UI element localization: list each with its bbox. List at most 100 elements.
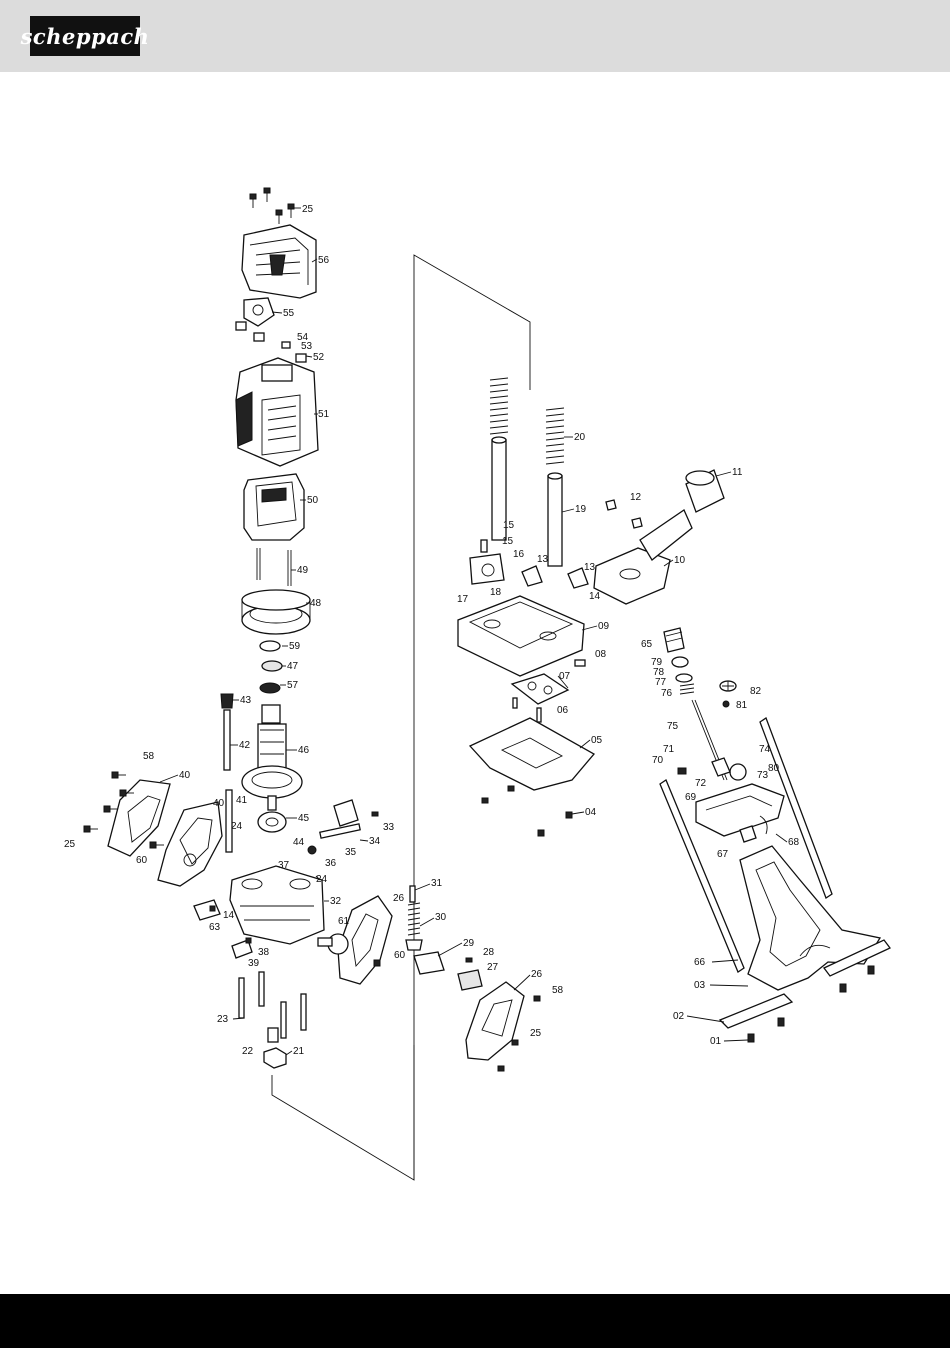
- part-label: 71: [663, 744, 675, 755]
- part-label: 14: [223, 910, 235, 921]
- motor-housing: [236, 358, 318, 466]
- part-label: 36: [325, 858, 337, 869]
- part-label: 32: [330, 896, 342, 907]
- part-label: 13: [537, 554, 549, 565]
- part-label: 58: [143, 751, 155, 762]
- part-label: 13: [584, 562, 596, 573]
- part-label: 31: [431, 878, 443, 889]
- part-label: 09: [598, 621, 610, 632]
- part-label: 30: [435, 912, 447, 923]
- part-label: 72: [695, 778, 707, 789]
- right-handle: [318, 896, 392, 984]
- bolts-49: [257, 548, 291, 586]
- part-label: 01: [710, 1036, 722, 1047]
- part-label: 38: [258, 947, 270, 958]
- part-label: 05: [591, 735, 603, 746]
- footer-band: [0, 1294, 950, 1348]
- part-label: 73: [757, 770, 769, 781]
- part-label: 41: [236, 795, 248, 806]
- part-label: 18: [490, 587, 502, 598]
- part-label: 68: [788, 837, 800, 848]
- stator-field: [244, 474, 304, 540]
- part-label: 37: [278, 860, 290, 871]
- part-label: 17: [457, 594, 469, 605]
- part-label: 25: [302, 204, 314, 215]
- part-label: 63: [209, 922, 221, 933]
- part-label: 27: [487, 962, 499, 973]
- base-housing: [230, 866, 324, 944]
- part-label: 26: [531, 969, 543, 980]
- part-label: 06: [557, 705, 569, 716]
- part-label: 10: [674, 555, 686, 566]
- armature: [242, 705, 302, 810]
- part-label: 47: [287, 661, 299, 672]
- motor-cap: [242, 225, 316, 298]
- bearing-45: [258, 812, 286, 832]
- part-label: 22: [242, 1046, 254, 1057]
- part-label: 11: [732, 467, 743, 478]
- part-label: 55: [283, 308, 295, 319]
- part-label: 39: [248, 958, 260, 969]
- part-label: 57: [287, 680, 299, 691]
- part-label: 69: [685, 792, 697, 803]
- part-label: 24: [316, 874, 328, 885]
- base-plate-09: [458, 596, 585, 676]
- part-label: 70: [652, 755, 664, 766]
- part-label: 59: [289, 641, 301, 652]
- part-label: 04: [585, 807, 597, 818]
- part-label: 26: [393, 893, 405, 904]
- fan-ring: [242, 590, 310, 634]
- part-label: 76: [661, 688, 673, 699]
- part-label: 20: [574, 432, 586, 443]
- part-label: 82: [750, 686, 762, 697]
- part-label: 23: [217, 1014, 229, 1025]
- part-label: 60: [394, 950, 406, 961]
- sole-plate-05: [470, 718, 594, 836]
- lock-lever: [308, 800, 378, 854]
- part-label: 21: [293, 1046, 305, 1057]
- part-label: 60: [136, 855, 148, 866]
- part-label: 35: [345, 847, 357, 858]
- part-label: 40: [213, 798, 225, 809]
- part-label: 53: [301, 341, 313, 352]
- part-label: 66: [694, 957, 706, 968]
- part-label: 74: [759, 744, 771, 755]
- part-label: 25: [64, 839, 76, 850]
- part-label: 52: [313, 352, 325, 363]
- part-label: 46: [298, 745, 310, 756]
- part-label: 28: [483, 947, 495, 958]
- part-label: 08: [595, 649, 607, 660]
- part-label: 07: [559, 671, 571, 682]
- part-label: 34: [369, 836, 381, 847]
- part-label: 03: [694, 980, 706, 991]
- part-label: 58: [552, 985, 564, 996]
- part-label: 67: [717, 849, 729, 860]
- part-label: 42: [239, 740, 251, 751]
- part-label: 56: [318, 255, 330, 266]
- part-label: 29: [463, 938, 475, 949]
- brush-holder: [236, 298, 306, 362]
- part-label: 43: [240, 695, 252, 706]
- switch: [414, 952, 482, 990]
- dust-adapter: [594, 470, 724, 604]
- part-label: 16: [513, 549, 525, 560]
- part-label: 80: [768, 763, 780, 774]
- screws-top: [250, 188, 294, 224]
- part-label: 40: [179, 770, 191, 781]
- part-label: 15: [502, 536, 514, 547]
- depth-stop: [470, 540, 588, 588]
- part-label: 25: [530, 1028, 542, 1039]
- fine-adjust-knob: [664, 628, 727, 780]
- part-label: 15: [503, 520, 515, 531]
- part-label: 02: [673, 1011, 685, 1022]
- part-label: 24: [231, 821, 243, 832]
- part-label: 81: [736, 700, 748, 711]
- part-label: 14: [589, 591, 601, 602]
- bearings-upper: [260, 641, 282, 693]
- part-label: 77: [655, 677, 667, 688]
- part-label: 44: [293, 837, 305, 848]
- handle-26-lower: [466, 982, 540, 1071]
- part-label: 61: [338, 916, 350, 927]
- knob-82-81: [720, 681, 736, 707]
